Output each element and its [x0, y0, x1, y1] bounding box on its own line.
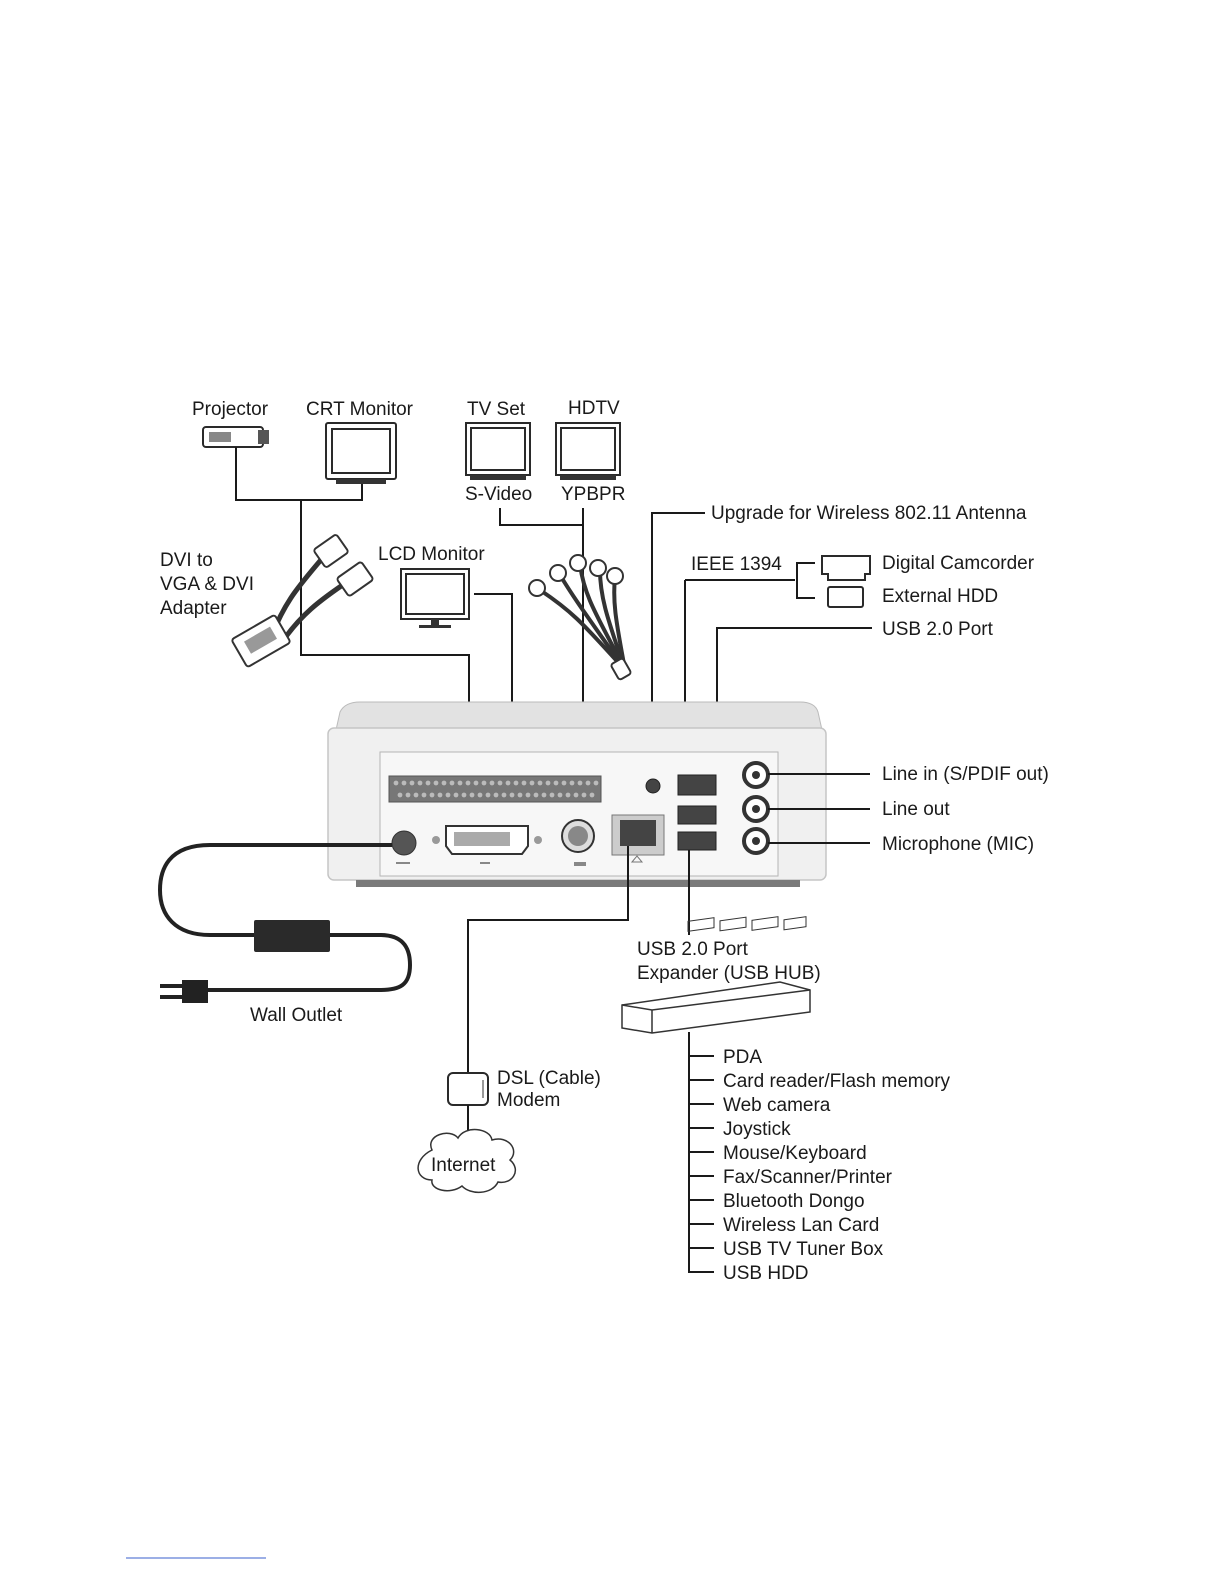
- video-breakout-cable-icon: [528, 554, 632, 681]
- usb-hub-device-item: Mouse/Keyboard: [723, 1143, 867, 1164]
- internet-label: Internet: [431, 1155, 496, 1176]
- hdtv-icon: [555, 422, 621, 480]
- power-plug-icon: [182, 980, 208, 1003]
- vent-grille: [388, 775, 602, 803]
- usb-expander-label-2: Expander (USB HUB): [637, 963, 821, 984]
- power-adapter-brick: [254, 920, 330, 952]
- wall-outlet-label: Wall Outlet: [250, 1005, 343, 1026]
- projector-icon: [202, 426, 269, 448]
- line-in-label: Line in (S/PDIF out): [882, 764, 1049, 785]
- video-port: [561, 819, 595, 866]
- external-hdd-icon: [827, 586, 864, 608]
- usb-hub-device-item: Fax/Scanner/Printer: [723, 1167, 893, 1188]
- dsl-modem-label-2: Modem: [497, 1090, 560, 1111]
- usb-hub-device-item: Wireless Lan Card: [723, 1215, 879, 1236]
- usb-hub-device-item: PDA: [723, 1047, 762, 1068]
- lcd-monitor-label: LCD Monitor: [378, 544, 485, 565]
- usb-hub-device-item: Bluetooth Dongo: [723, 1191, 865, 1212]
- digital-camcorder-label: Digital Camcorder: [882, 553, 1035, 574]
- usb-hub-icon: [621, 916, 811, 1034]
- crt-monitor-label: CRT Monitor: [306, 399, 414, 420]
- ieee1394-port: [677, 774, 717, 796]
- usb-hub-device-item: Card reader/Flash memory: [723, 1071, 951, 1092]
- internet-cloud-icon: [417, 1128, 516, 1193]
- usb-hub-device-item: USB TV Tuner Box: [723, 1239, 884, 1260]
- dsl-modem-icon: [447, 1072, 489, 1106]
- dvi-vga-adapter-icon: [231, 534, 374, 668]
- ieee1394-label: IEEE 1394: [691, 554, 782, 575]
- wireless-antenna-label: Upgrade for Wireless 802.11 Antenna: [711, 503, 1027, 524]
- tv-set-label: TV Set: [467, 399, 526, 420]
- usb-port-2: [677, 831, 717, 851]
- dvi-adapter-label-3: Adapter: [160, 598, 227, 619]
- usb-hub-device-item: Web camera: [723, 1095, 831, 1116]
- ypbpr-label: YPBPR: [561, 484, 625, 505]
- external-hdd-label: External HDD: [882, 586, 998, 607]
- dsl-modem-label-1: DSL (Cable): [497, 1068, 601, 1089]
- usb-expander-label-1: USB 2.0 Port: [637, 939, 749, 960]
- power-cable: [157, 843, 413, 1003]
- dvi-port: [432, 825, 542, 864]
- lcd-monitor-icon: [400, 568, 470, 628]
- hdtv-label: HDTV: [568, 398, 620, 419]
- computer-back-panel: [327, 701, 827, 887]
- crt-monitor-icon: [325, 422, 397, 484]
- usb-port-1: [677, 805, 717, 825]
- usb-hub-device-item: Joystick: [723, 1119, 791, 1140]
- tv-icon: [465, 422, 531, 480]
- antenna-port: [645, 778, 661, 794]
- projector-label: Projector: [192, 399, 269, 420]
- power-jack: [391, 830, 417, 856]
- usb-hub-device-list: PDA Card reader/Flash memory Web camera …: [689, 1047, 951, 1284]
- lan-port: [611, 814, 665, 863]
- usb-hub-device-item: USB HDD: [723, 1263, 809, 1284]
- dvi-adapter-label-2: VGA & DVI: [160, 574, 254, 595]
- s-video-label: S-Video: [465, 484, 532, 505]
- dvi-adapter-label-1: DVI to: [160, 550, 213, 571]
- camcorder-icon: [821, 555, 871, 581]
- line-out-label: Line out: [882, 799, 950, 820]
- usb-port-label: USB 2.0 Port: [882, 619, 994, 640]
- microphone-label: Microphone (MIC): [882, 834, 1034, 855]
